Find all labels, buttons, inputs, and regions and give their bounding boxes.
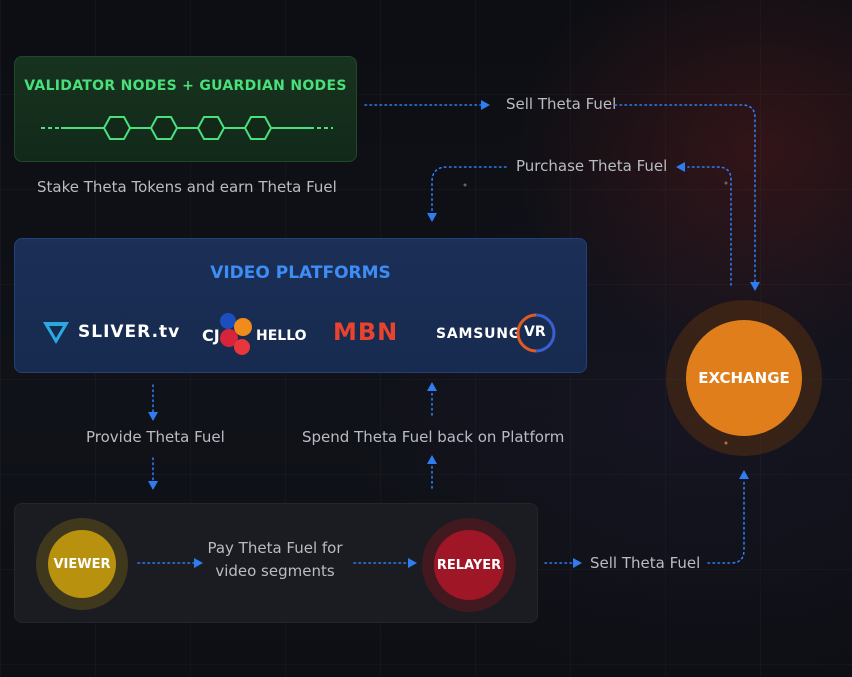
label-provide: Provide Theta Fuel [86,428,225,446]
video-platforms-box: VIDEO PLATFORMS [14,238,587,373]
logo-sliver: SLIVER.tv [78,322,181,342]
platforms-title: VIDEO PLATFORMS [210,263,391,283]
label-sell-top: Sell Theta Fuel [506,95,617,113]
relayer-node: RELAYER [434,530,504,600]
viewer-node: VIEWER [48,530,116,598]
logo-samsung: SAMSUNG [436,326,522,342]
label-spend: Spend Theta Fuel back on Platform [302,428,565,446]
label-sell-bottom: Sell Theta Fuel [590,554,701,572]
validator-caption: Stake Theta Tokens and earn Theta Fuel [37,178,337,196]
sliver-logo-icon [43,322,69,344]
validator-title: VALIDATOR NODES + GUARDIAN NODES [24,78,347,94]
label-pay-line2: video segments [215,562,335,580]
logo-cj: CJ [202,326,220,345]
logo-mbn: MBN [333,318,399,346]
exchange-node: EXCHANGE [686,320,802,436]
label-purchase: Purchase Theta Fuel [516,157,668,175]
validator-box: VALIDATOR NODES + GUARDIAN NODES [14,56,357,162]
label-pay-line1: Pay Theta Fuel for [207,539,343,557]
logo-hello: HELLO [256,328,307,344]
vr-badge-icon [516,313,556,353]
node-chain-icon [41,116,333,140]
logo-vr: VR [524,324,546,340]
cj-logo-icon [220,313,252,355]
